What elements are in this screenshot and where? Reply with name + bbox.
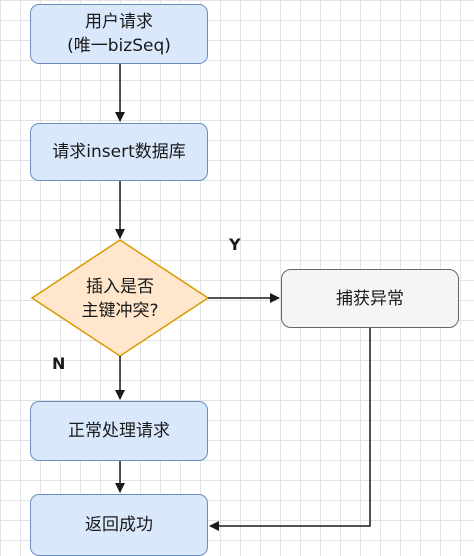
user-request-subtitle: (唯一bizSeq) bbox=[67, 36, 171, 56]
catch-exception-node[interactable]: 捕获异常 bbox=[281, 269, 459, 328]
catch-exception-label: 捕获异常 bbox=[336, 288, 404, 309]
user-request-node[interactable]: 用户请求 (唯一bizSeq) bbox=[30, 4, 208, 64]
decision-line-1: 插入是否 bbox=[86, 276, 154, 297]
return-success-label: 返回成功 bbox=[85, 515, 153, 535]
normal-process-node[interactable]: 正常处理请求 bbox=[30, 401, 208, 461]
return-success-node[interactable]: 返回成功 bbox=[30, 494, 208, 556]
insert-db-node[interactable]: 请求insert数据库 bbox=[30, 123, 208, 181]
edge-label-yes: Y bbox=[229, 235, 241, 254]
edge-label-no: N bbox=[52, 354, 66, 373]
normal-process-label: 正常处理请求 bbox=[68, 421, 170, 441]
insert-db-label: 请求insert数据库 bbox=[52, 142, 186, 162]
decision-line-2: 主键冲突? bbox=[81, 300, 159, 321]
decision-label: 插入是否 主键冲突? bbox=[32, 240, 208, 357]
edge-catch-to-success bbox=[209, 328, 371, 531]
user-request-title: 用户请求 bbox=[85, 12, 153, 32]
